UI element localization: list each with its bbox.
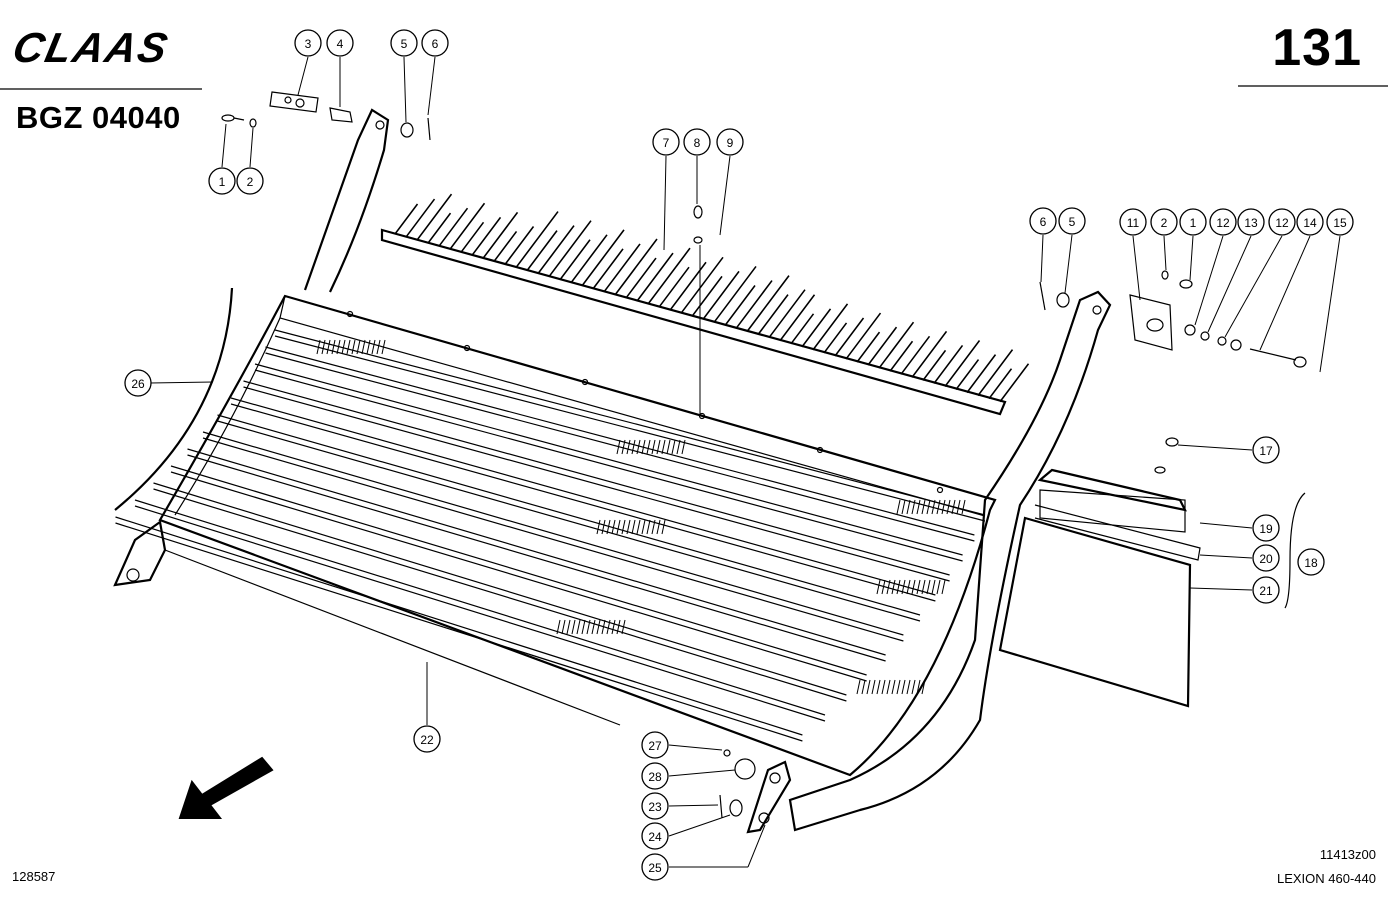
callout-11: 11	[1119, 208, 1147, 236]
callout-14: 14	[1296, 208, 1324, 236]
callout-2: 2	[236, 167, 264, 195]
direction-arrow-icon	[178, 756, 274, 819]
left-hanger	[303, 108, 390, 293]
svg-text:24: 24	[648, 830, 662, 844]
callout-22: 22	[413, 725, 441, 753]
svg-text:17: 17	[1259, 444, 1273, 458]
svg-text:2: 2	[247, 175, 254, 189]
callout-26: 26	[124, 369, 152, 397]
callout-23: 23	[641, 792, 669, 820]
strip-assembly	[998, 468, 1306, 708]
svg-text:27: 27	[648, 739, 662, 753]
svg-text:6: 6	[432, 37, 439, 51]
callout-21: 21	[1252, 576, 1280, 604]
sheet-number: 131	[1272, 19, 1362, 77]
drawing-reference: 11413z00	[1319, 847, 1376, 862]
svg-text:2: 2	[1161, 216, 1168, 230]
callout-15: 15	[1326, 208, 1354, 236]
machine-model: LEXION 460-440	[1276, 871, 1376, 886]
callout-27: 27	[641, 731, 669, 759]
svg-text:1: 1	[1190, 216, 1197, 230]
callout-8: 8	[683, 128, 711, 156]
concave-grate	[115, 294, 997, 777]
callout-13: 13	[1237, 208, 1265, 236]
svg-text:12: 12	[1275, 216, 1289, 230]
right-hanger	[788, 290, 1112, 832]
svg-text:13: 13	[1244, 216, 1258, 230]
callout-5: 5	[1058, 207, 1086, 235]
svg-text:18: 18	[1304, 556, 1318, 570]
callout-12: 12	[1209, 208, 1237, 236]
svg-text:4: 4	[337, 37, 344, 51]
callout-18: 18	[1297, 548, 1325, 576]
callout-20: 20	[1252, 544, 1280, 572]
reference-number: 128587	[12, 869, 56, 884]
brand-wordmark: CLAAS	[14, 28, 173, 68]
svg-text:20: 20	[1259, 552, 1273, 566]
svg-text:15: 15	[1333, 216, 1347, 230]
svg-text:14: 14	[1303, 216, 1317, 230]
callout-2: 2	[1150, 208, 1178, 236]
drawing-code: BGZ 04040	[16, 100, 181, 135]
svg-text:23: 23	[648, 800, 662, 814]
part-26-curve	[114, 287, 234, 511]
svg-text:22: 22	[420, 733, 434, 747]
svg-text:28: 28	[648, 770, 662, 784]
callout-3: 3	[294, 29, 322, 57]
callout-25: 25	[641, 853, 669, 881]
callout-24: 24	[641, 822, 669, 850]
comb-teeth	[394, 193, 1030, 403]
leader-lines	[149, 56, 1341, 868]
callout-6: 6	[1029, 207, 1057, 235]
claas-logo: CLAAS	[14, 28, 173, 68]
hardware-bottom	[719, 749, 792, 834]
callout-1: 1	[208, 167, 236, 195]
callout-19: 19	[1252, 514, 1280, 542]
callout-1: 1	[1179, 208, 1207, 236]
left-side-plate	[113, 520, 621, 726]
svg-text:9: 9	[727, 136, 734, 150]
callout-9: 9	[716, 128, 744, 156]
svg-text:21: 21	[1259, 584, 1273, 598]
hardware-top-left	[221, 91, 431, 141]
svg-text:12: 12	[1216, 216, 1230, 230]
svg-text:19: 19	[1259, 522, 1273, 536]
svg-text:3: 3	[305, 37, 312, 51]
svg-text:5: 5	[1069, 215, 1076, 229]
svg-text:25: 25	[648, 861, 662, 875]
svg-text:5: 5	[401, 37, 408, 51]
svg-text:7: 7	[663, 136, 670, 150]
svg-text:11: 11	[1127, 216, 1140, 230]
callout-5: 5	[390, 29, 418, 57]
svg-text:26: 26	[131, 377, 145, 391]
callout-7: 7	[652, 128, 680, 156]
callout-4: 4	[326, 29, 354, 57]
callout-17: 17	[1252, 436, 1280, 464]
hardware-top-right	[693, 205, 1307, 474]
comb-strip	[380, 193, 1030, 416]
svg-text:6: 6	[1040, 215, 1047, 229]
seal-pad	[998, 516, 1192, 708]
svg-text:8: 8	[694, 136, 701, 150]
grate-bars	[115, 329, 986, 742]
svg-text:1: 1	[219, 175, 226, 189]
callout-12: 12	[1268, 208, 1296, 236]
callout-28: 28	[641, 762, 669, 790]
callout-6: 6	[421, 29, 449, 57]
